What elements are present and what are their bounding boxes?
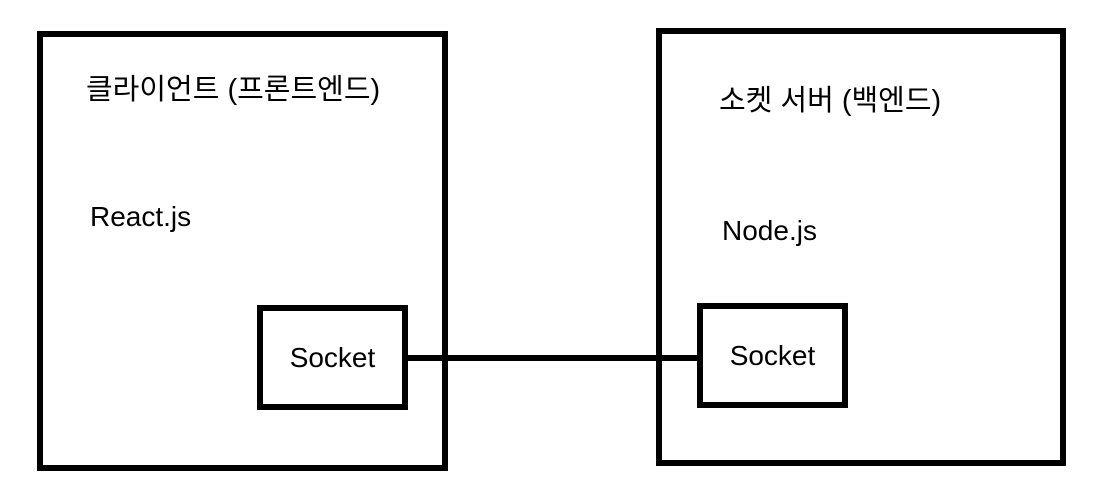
socket-connection-line xyxy=(405,355,700,361)
server-node-title: 소켓 서버 (백엔드) xyxy=(719,85,942,117)
server-socket-label: Socket xyxy=(729,339,816,371)
client-socket-node: Socket xyxy=(257,305,408,410)
server-tech-label: Node.js xyxy=(722,215,817,246)
client-socket-label: Socket xyxy=(289,341,376,373)
client-node-title: 클라이언트 (프론트엔드) xyxy=(86,74,381,106)
client-node: 클라이언트 (프론트엔드) React.js Socket xyxy=(37,31,448,471)
server-node: 소켓 서버 (백엔드) Node.js Socket xyxy=(656,28,1066,466)
client-tech-label: React.js xyxy=(90,201,192,232)
server-socket-node: Socket xyxy=(697,303,848,408)
